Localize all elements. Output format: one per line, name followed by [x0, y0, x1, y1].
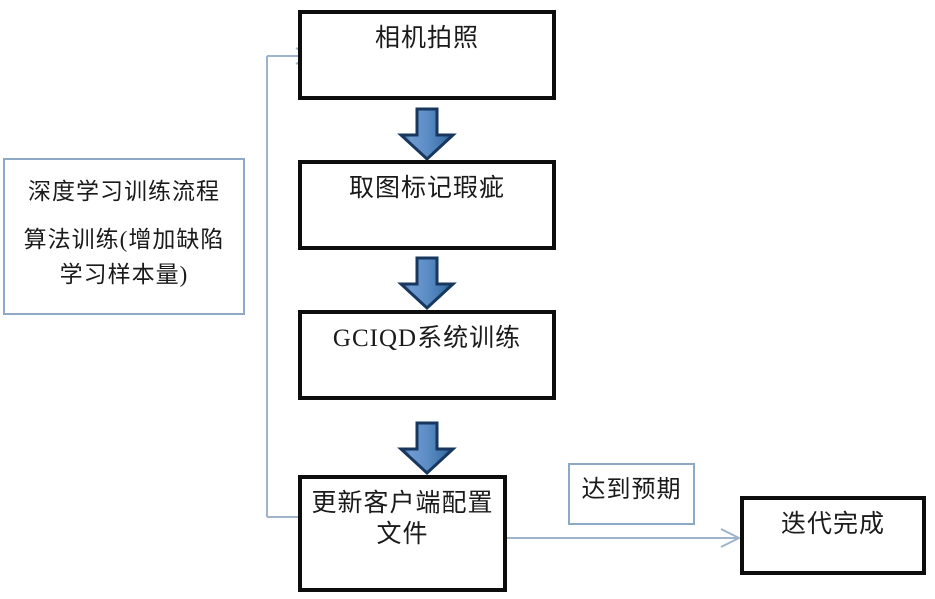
note-training-line3: 学习样本量) — [59, 262, 189, 288]
edge-camera-to-mark-arrow-icon — [397, 107, 457, 162]
edge-mark-to-gciqd-arrow-icon — [397, 256, 457, 311]
note-training-process-text: 深度学习训练流程 算法训练(增加缺陷 学习样本量) — [5, 160, 243, 293]
edge-update-to-done — [505, 528, 742, 548]
note-meets-expectation: 达到预期 — [568, 463, 695, 525]
note-line-spacer — [5, 210, 243, 222]
node-iteration-complete[interactable]: 迭代完成 — [740, 496, 926, 575]
node-update-client-config-label: 更新客户端配置 文件 — [311, 490, 494, 549]
node-mark-defects-label: 取图标记瑕疵 — [348, 175, 505, 202]
node-iteration-complete-label: 迭代完成 — [780, 511, 885, 538]
node-gciqd-system-training[interactable]: GCIQD系统训练 — [298, 310, 556, 400]
node-camera-capture-label: 相机拍照 — [374, 25, 479, 52]
note-training-line2: 算法训练(增加缺陷 — [23, 226, 225, 252]
note-training-line1: 深度学习训练流程 — [28, 179, 220, 204]
node-update-client-config[interactable]: 更新客户端配置 文件 — [298, 475, 507, 592]
edge-gciqd-to-update-arrow-icon — [397, 421, 457, 476]
edge-update-to-camera — [266, 47, 314, 518]
note-training-process: 深度学习训练流程 算法训练(增加缺陷 学习样本量) — [3, 158, 245, 315]
node-camera-capture[interactable]: 相机拍照 — [298, 10, 556, 100]
node-gciqd-system-training-label: GCIQD系统训练 — [332, 325, 522, 352]
node-mark-defects[interactable]: 取图标记瑕疵 — [298, 160, 556, 250]
note-meets-expectation-label: 达到预期 — [581, 477, 682, 503]
